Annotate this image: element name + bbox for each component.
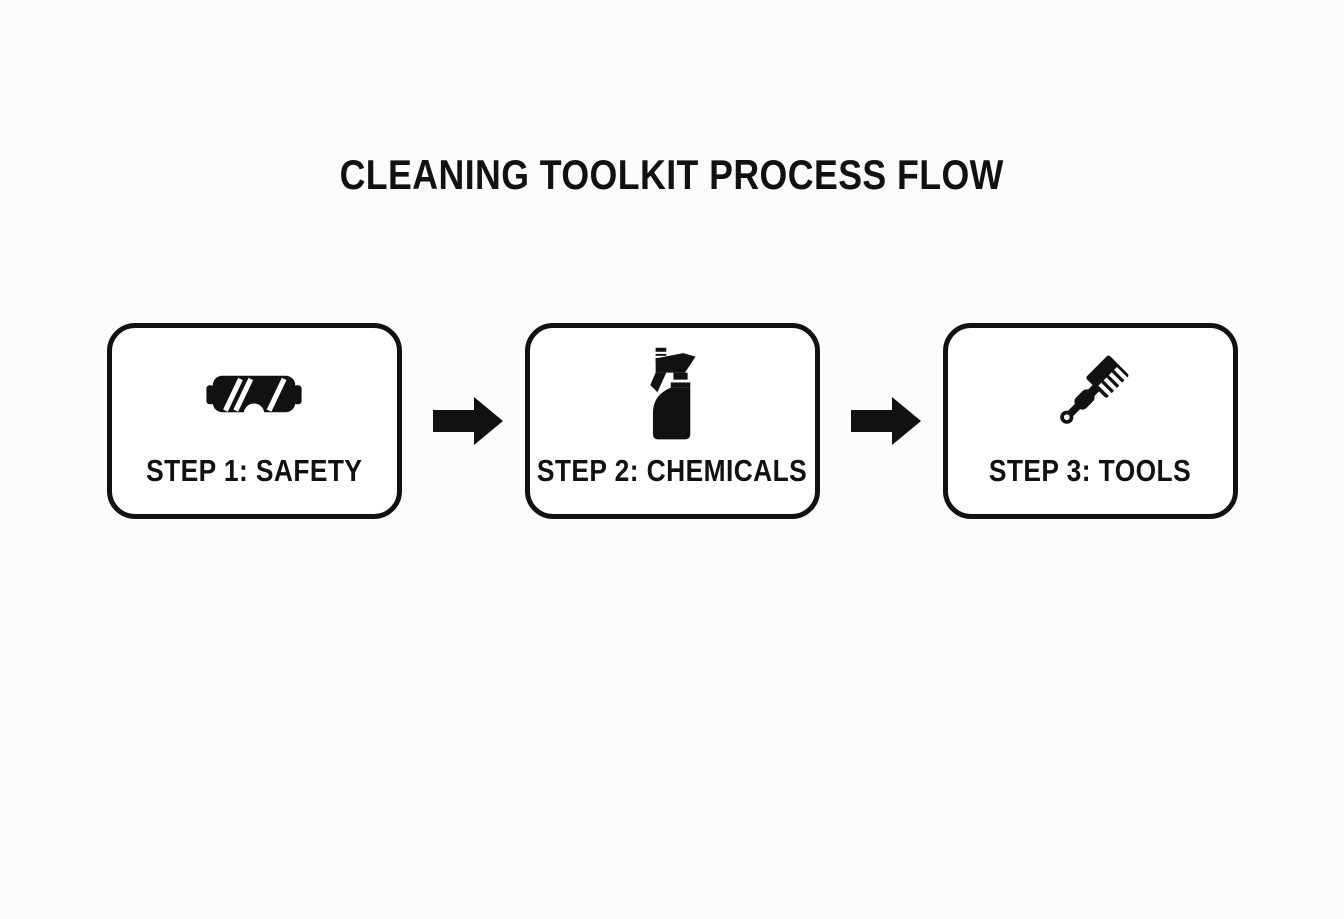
flow-connector-2: [850, 397, 921, 446]
step-2-label: STEP 2: CHEMICALS: [536, 453, 808, 489]
cleaning-toolkit-flow-diagram: CLEANING TOOLKIT PROCESS FLOW: [0, 151, 1344, 919]
step-3-icon-wrap: [1049, 344, 1131, 444]
process-flow-row: STEP 1: SAFETY: [0, 323, 1344, 520]
flow-connector-1: [432, 397, 503, 446]
step-3-label: STEP 3: TOOLS: [988, 453, 1192, 489]
step-2-box: STEP 2: CHEMICALS: [524, 323, 820, 520]
step-3-box: STEP 3: TOOLS: [942, 323, 1238, 520]
step-2-icon-wrap: [644, 344, 701, 444]
step-1-label: STEP 1: SAFETY: [145, 453, 363, 489]
cleaning-brush-icon: [1060, 355, 1129, 425]
arrow-right-icon: [850, 397, 921, 446]
arrow-right-icon: [432, 397, 503, 446]
step-1-box: STEP 1: SAFETY: [106, 323, 402, 520]
step-1-icon-wrap: [206, 344, 302, 444]
page-title: CLEANING TOOLKIT PROCESS FLOW: [0, 151, 1344, 199]
page-title-text: CLEANING TOOLKIT PROCESS FLOW: [339, 151, 1005, 198]
spray-bottle-icon: [649, 348, 696, 440]
safety-goggles-icon: [206, 376, 302, 418]
